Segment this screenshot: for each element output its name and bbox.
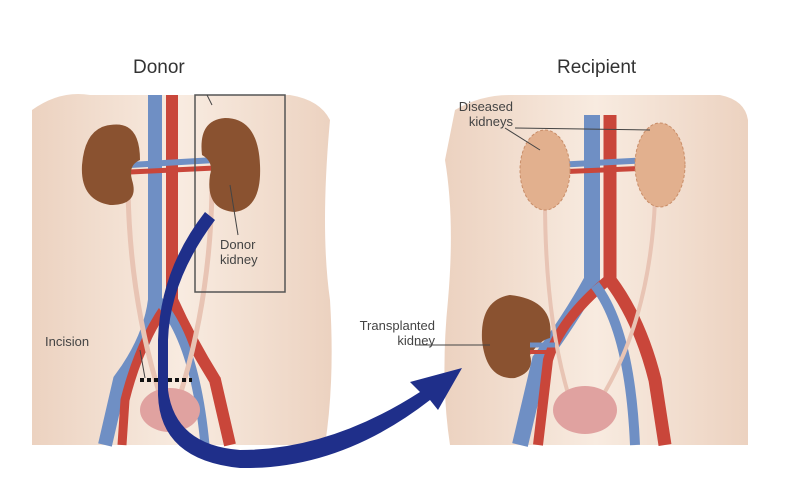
donor-title: Donor	[133, 57, 185, 78]
diseased-label-line2: kidneys	[468, 114, 513, 129]
donor-kidney-label-line1: Donor	[220, 237, 256, 252]
donor-kidney-label: Donor kidney	[220, 237, 258, 267]
transplanted-label-line2: kidney	[397, 333, 435, 348]
diseased-kidney-left	[519, 129, 571, 211]
incision-label: Incision	[45, 334, 90, 349]
diseased-kidneys-label: Diseased kidneys	[443, 99, 513, 129]
transplanted-label-line1: Transplanted	[359, 318, 435, 333]
recipient-title: Recipient	[557, 57, 637, 78]
diseased-kidney-right	[634, 122, 686, 208]
recipient-bladder	[553, 386, 617, 434]
donor-left-kidney	[81, 124, 140, 205]
donor-kidney-highlight-box	[194, 94, 286, 293]
transplanted-kidney-label: Transplanted kidney	[335, 318, 435, 348]
donor-kidney	[201, 118, 261, 212]
diseased-label-line1: Diseased	[458, 99, 513, 114]
transfer-arrow	[158, 212, 462, 469]
recipient-vessels	[481, 115, 686, 447]
transplanted-kidney	[481, 295, 551, 379]
donor-kidney-label-line2: kidney	[220, 252, 258, 267]
